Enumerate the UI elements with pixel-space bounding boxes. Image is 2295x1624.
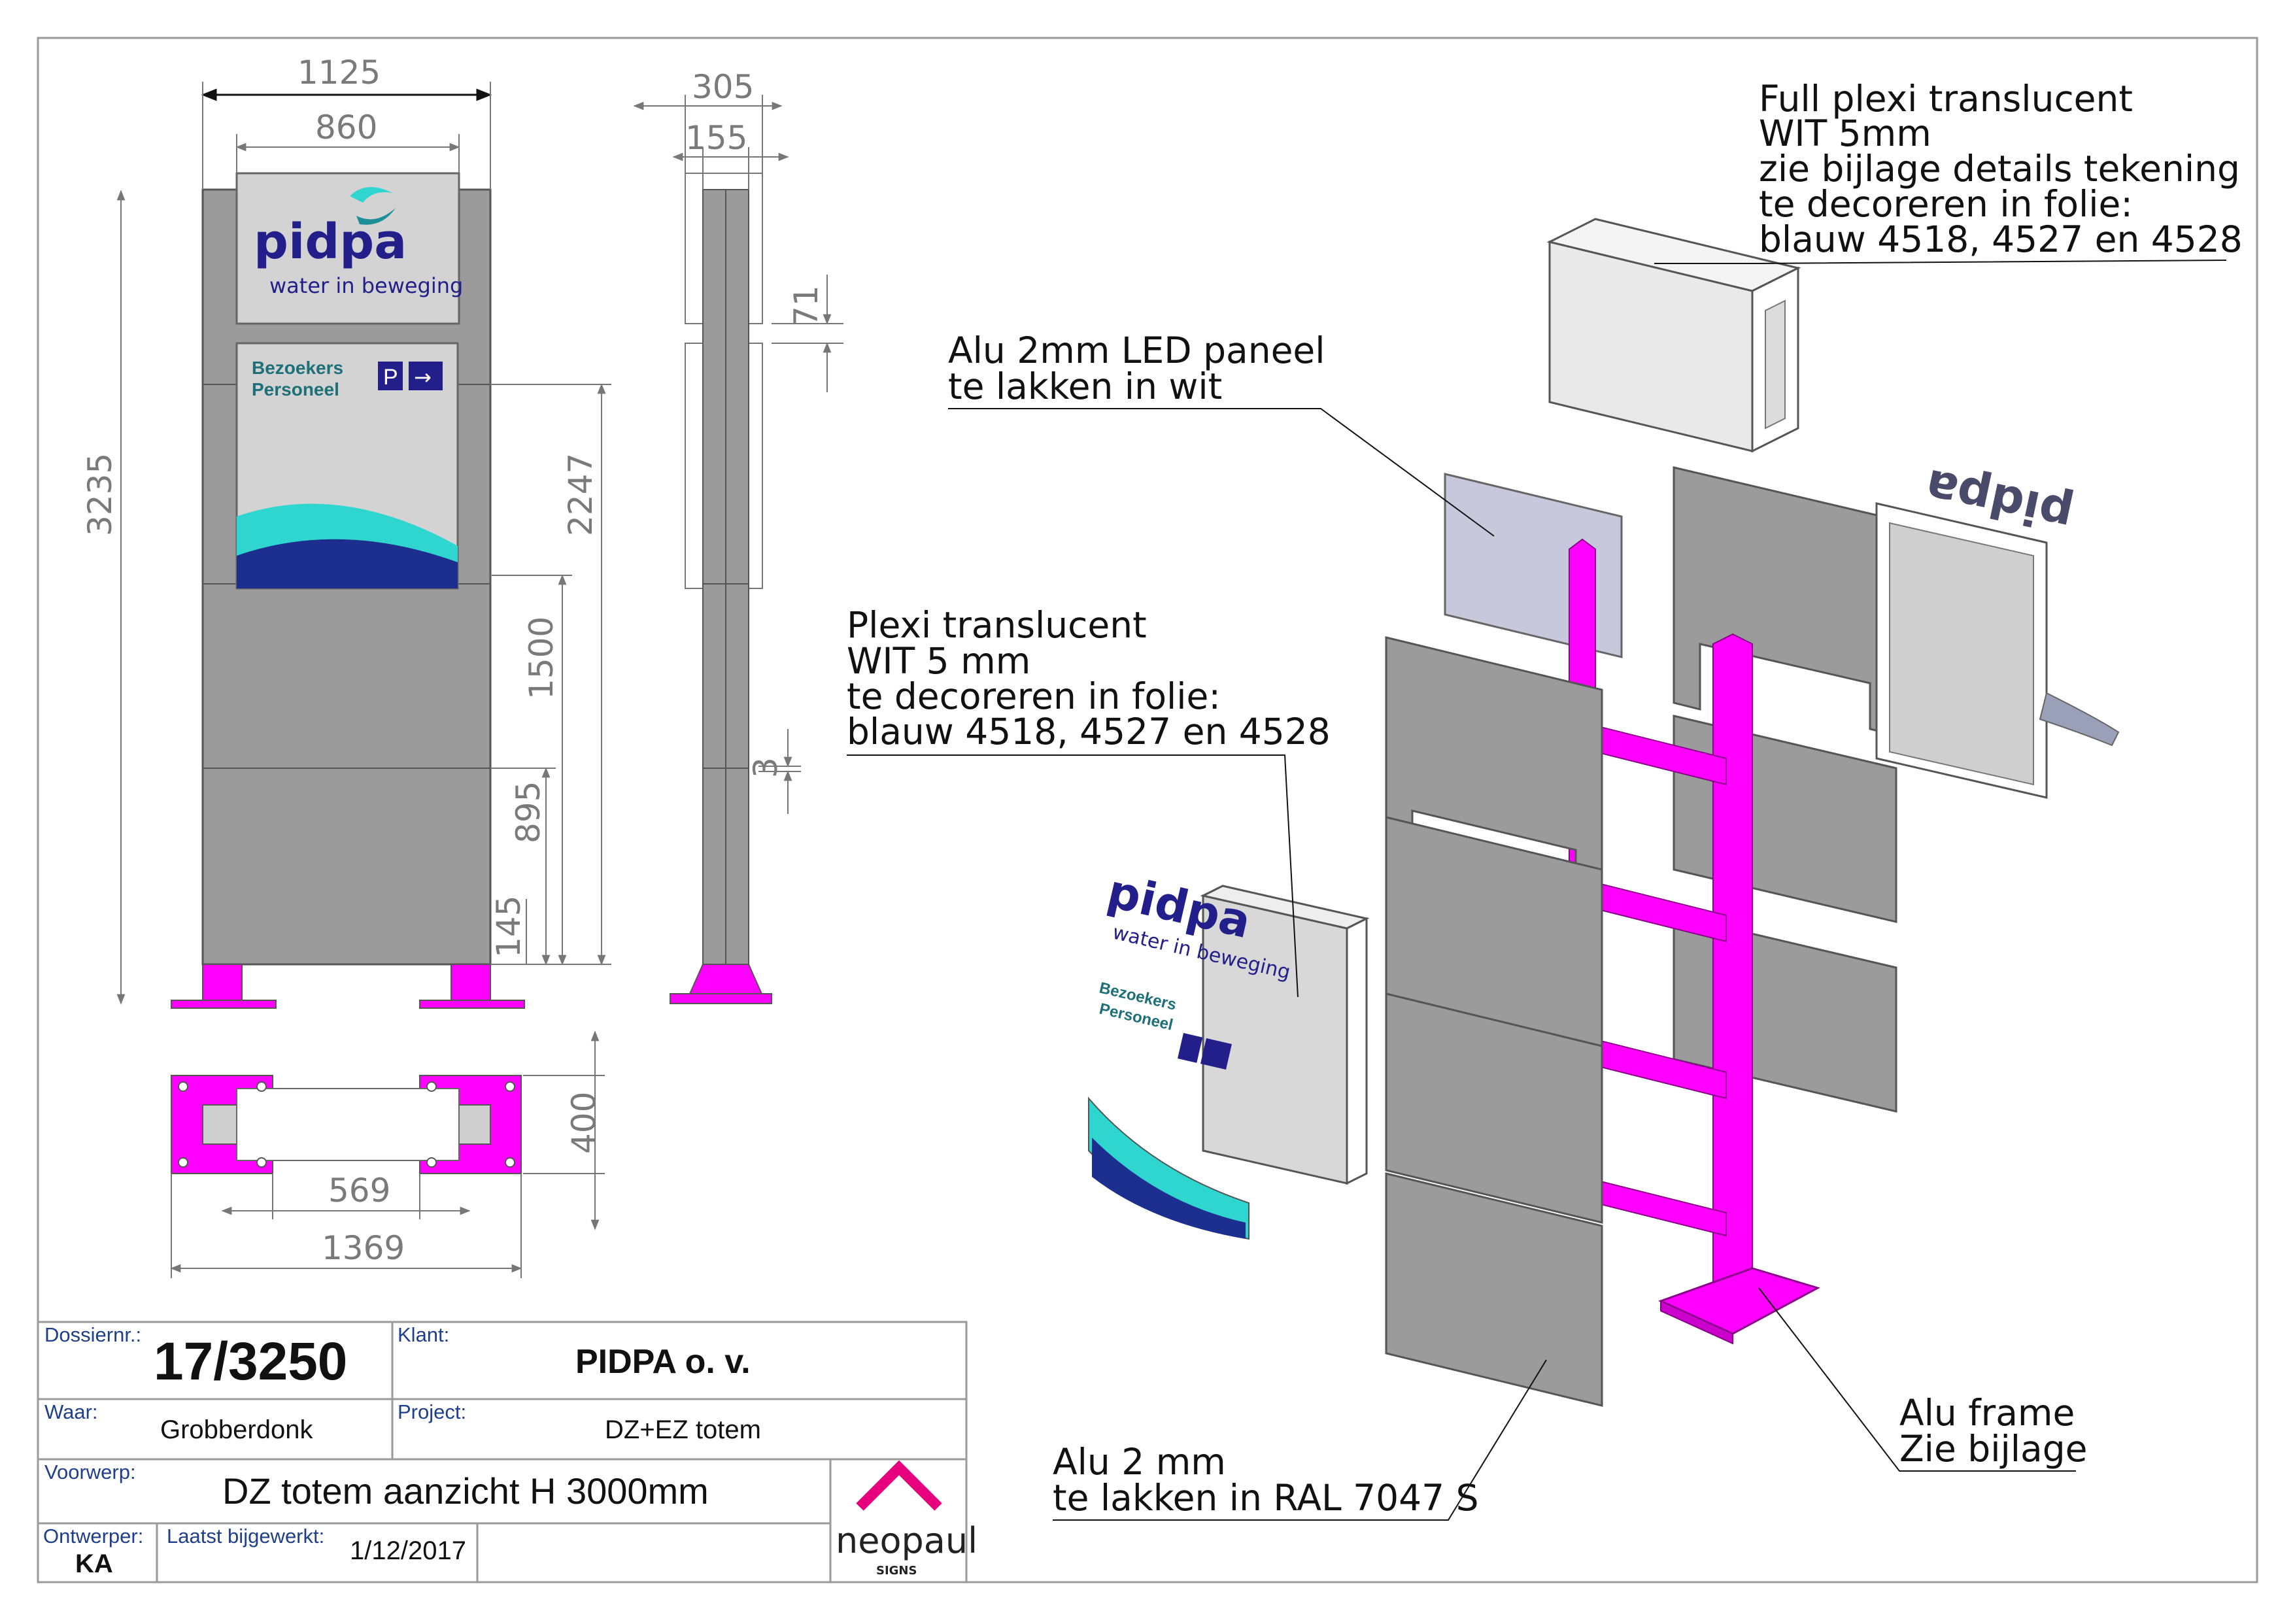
dossier-label: Dossiernr.: xyxy=(44,1323,141,1346)
logo-plexi-panel xyxy=(235,172,460,325)
dim-top-total: 1369 xyxy=(322,1229,405,1267)
svg-text:zie bijlage details tekening: zie bijlage details tekening xyxy=(1759,148,2240,190)
svg-text:blauw 4518, 4527 en 4528: blauw 4518, 4527 en 4528 xyxy=(1759,218,2243,260)
svg-text:WIT 5mm: WIT 5mm xyxy=(1759,112,1931,154)
dim-depth-inner: 155 xyxy=(685,119,747,157)
callout-alu-panels: Alu 2 mm te lakken in RAL 7047 S xyxy=(1053,1359,1547,1521)
callout-plexi-translucent: Plexi translucent WIT 5 mm te decoreren … xyxy=(847,604,1331,998)
sign-line-visitors: Bezoekers xyxy=(252,358,343,378)
dim-top-inner: 569 xyxy=(328,1172,390,1210)
top-view-dimensions: 400 569 1369 xyxy=(170,1030,605,1278)
pidpa-logo-mark-icon xyxy=(350,187,392,203)
top-view xyxy=(171,1075,522,1174)
ontwerper-label: Ontwerper: xyxy=(43,1525,143,1548)
dim-top-depth: 400 xyxy=(565,1092,603,1154)
svg-text:te decoreren in folie:: te decoreren in folie: xyxy=(1759,183,2133,225)
waar-value: Grobberdonk xyxy=(160,1415,313,1444)
neopaul-logo-name: neopaul xyxy=(836,1520,978,1561)
exploded-view: pidpa pidpa water in beweging Bezoekers … xyxy=(1088,218,2120,1407)
svg-text:Alu frame: Alu frame xyxy=(1899,1392,2075,1434)
waar-label: Waar: xyxy=(44,1400,98,1423)
dossier-value: 17/3250 xyxy=(154,1332,347,1391)
svg-text:blauw 4518, 4527 en 4528: blauw 4518, 4527 en 4528 xyxy=(847,711,1331,753)
top-plexi-box xyxy=(1546,218,1801,453)
callout-led-panel: Alu 2mm LED paneel te lakken in wit xyxy=(948,330,1495,537)
dim-height-2247: 2247 xyxy=(562,453,600,536)
svg-text:WIT 5 mm: WIT 5 mm xyxy=(847,640,1030,682)
back-logo-panel: pidpa xyxy=(1875,458,2120,799)
bijgewerkt-value: 1/12/2017 xyxy=(350,1536,466,1565)
svg-text:Alu 2 mm: Alu 2 mm xyxy=(1053,1441,1226,1483)
svg-text:te lakken in wit: te lakken in wit xyxy=(948,365,1222,407)
callout-plexi-full: Full plexi translucent WIT 5mm zie bijla… xyxy=(1654,78,2243,264)
svg-text:te decoreren in folie:: te decoreren in folie: xyxy=(847,675,1221,717)
svg-text:→: → xyxy=(414,365,432,390)
side-view xyxy=(670,173,772,1004)
project-value: DZ+EZ totem xyxy=(605,1415,761,1444)
dim-height-1500: 1500 xyxy=(522,617,560,700)
dim-gap-3: 3 xyxy=(747,757,785,778)
side-view-dimensions: 305 155 71 3 xyxy=(633,68,843,814)
svg-text:Full plexi translucent: Full plexi translucent xyxy=(1759,78,2133,120)
dim-height-total: 3235 xyxy=(81,453,119,536)
svg-text:Alu 2mm LED paneel: Alu 2mm LED paneel xyxy=(948,330,1325,371)
ontwerper-value: KA xyxy=(75,1549,113,1578)
callout-alu-frame: Alu frame Zie bijlage xyxy=(1758,1287,2088,1472)
parking-icon xyxy=(378,362,403,390)
svg-text:Plexi translucent: Plexi translucent xyxy=(847,604,1147,646)
klant-value: PIDPA o. v. xyxy=(575,1343,751,1381)
dim-height-895: 895 xyxy=(509,781,547,843)
dim-depth-total: 305 xyxy=(692,68,754,106)
svg-text:P: P xyxy=(383,365,398,390)
neopaul-logo-icon xyxy=(856,1460,942,1511)
dim-height-145: 145 xyxy=(490,896,528,958)
svg-text:te lakken in RAL 7047 S: te lakken in RAL 7047 S xyxy=(1053,1477,1479,1519)
svg-text:Zie bijlage: Zie bijlage xyxy=(1899,1428,2088,1470)
title-block: Dossiernr.: 17/3250 Klant: PIDPA o. v. W… xyxy=(37,1321,978,1583)
front-view-dimensions: 1125 860 3235 2247 1500 895 145 xyxy=(81,54,611,1005)
front-plexi-sign: pidpa water in beweging Bezoekers Person… xyxy=(1088,864,1370,1240)
klant-label: Klant: xyxy=(398,1323,449,1346)
sign-line-staff: Personeel xyxy=(252,379,339,399)
voorwerp-value: DZ totem aanzicht H 3000mm xyxy=(222,1470,709,1512)
front-view: pidpa water in beweging Bezoekers Person… xyxy=(171,172,525,1009)
neopaul-logo-sub: SIGNS xyxy=(876,1564,917,1578)
dim-panel-width: 860 xyxy=(315,109,377,146)
bijgewerkt-label: Laatst bijgewerkt: xyxy=(167,1525,324,1548)
front-logo-word: pidpa xyxy=(254,214,407,270)
arrow-right-icon xyxy=(409,362,443,390)
dim-total-width: 1125 xyxy=(298,54,381,92)
project-label: Project: xyxy=(398,1400,466,1423)
bottom-alu-panel xyxy=(1385,1172,1603,1407)
front-logo-tagline: water in beweging xyxy=(269,273,463,298)
voorwerp-label: Voorwerp: xyxy=(44,1461,136,1483)
dim-gap-71: 71 xyxy=(787,285,825,327)
sheet-border xyxy=(37,37,2258,1583)
